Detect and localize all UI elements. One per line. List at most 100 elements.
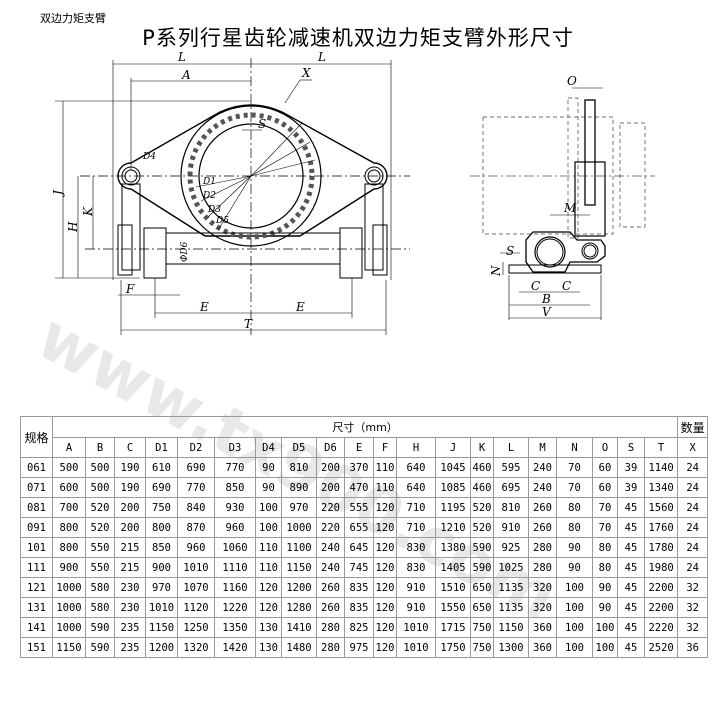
label-B: B <box>541 292 551 306</box>
table-cell: 930 <box>214 497 256 518</box>
table-cell: 2220 <box>643 617 679 638</box>
column-header-e: E <box>344 437 374 458</box>
table-cell: 1010 <box>145 597 178 618</box>
table-cell: 900 <box>52 557 86 578</box>
table-cell: 850 <box>145 537 178 558</box>
table-cell: 910 <box>396 577 436 598</box>
table-cell: 800 <box>52 517 86 538</box>
column-header-f: F <box>373 437 397 458</box>
table-cell: 590 <box>470 557 494 578</box>
table-cell: 320 <box>528 577 557 598</box>
table-cell: 1200 <box>281 577 317 598</box>
table-cell: 595 <box>493 457 529 478</box>
table-cell: 1110 <box>214 557 256 578</box>
table-cell: 60 <box>592 477 618 498</box>
table-cell: 1060 <box>214 537 256 558</box>
table-cell: 280 <box>528 537 557 558</box>
table-cell: 120 <box>373 557 397 578</box>
table-cell: 200 <box>316 477 345 498</box>
table-cell: 100 <box>255 517 282 538</box>
column-header-b: B <box>85 437 115 458</box>
table-cell: 70 <box>592 517 618 538</box>
table-cell: 890 <box>281 477 317 498</box>
table-cell: 90 <box>255 477 282 498</box>
table-cell: 810 <box>493 497 529 518</box>
table-cell: 1045 <box>435 457 471 478</box>
spec-cell: 121 <box>20 577 53 598</box>
spec-cell: 151 <box>20 637 53 658</box>
table-cell: 2520 <box>643 637 679 658</box>
label-D3: D3 <box>207 205 221 215</box>
table-cell: 45 <box>617 517 645 538</box>
table-cell: 580 <box>85 577 115 598</box>
table-cell: 1340 <box>643 477 679 498</box>
table-cell: 45 <box>617 637 645 658</box>
table-cell: 800 <box>52 537 86 558</box>
table-cell: 120 <box>255 597 282 618</box>
table-cell: 100 <box>556 597 593 618</box>
table-cell: 280 <box>316 617 345 638</box>
table-cell: 1025 <box>493 557 529 578</box>
table-cell: 690 <box>177 457 215 478</box>
table-cell: 120 <box>373 577 397 598</box>
column-header-o: O <box>592 437 618 458</box>
table-cell: 470 <box>344 477 374 498</box>
label-C-left: C <box>531 279 540 293</box>
table-cell: 1410 <box>281 617 317 638</box>
table-cell: 80 <box>592 537 618 558</box>
table-cell: 710 <box>396 497 436 518</box>
table-cell: 90 <box>592 577 618 598</box>
table-cell: 220 <box>316 517 345 538</box>
label-J: J <box>51 189 65 198</box>
header-quantity: 数量 <box>677 416 709 438</box>
table-cell: 60 <box>592 457 618 478</box>
column-header-d3: D3 <box>214 437 256 458</box>
table-cell: 200 <box>316 457 345 478</box>
table-cell: 90 <box>556 537 593 558</box>
table-cell: 1000 <box>281 517 317 538</box>
table-cell: 1250 <box>177 617 215 638</box>
header-spec: 规格 <box>20 416 53 458</box>
table-cell: 24 <box>677 497 709 518</box>
label-E-left: E <box>199 300 209 314</box>
table-cell: 1120 <box>177 597 215 618</box>
table-cell: 645 <box>344 537 374 558</box>
column-header-a: A <box>52 437 86 458</box>
table-cell: 80 <box>592 557 618 578</box>
table-cell: 1135 <box>493 577 529 598</box>
label-D5: D5 <box>215 216 229 226</box>
table-cell: 1010 <box>396 637 436 658</box>
table-cell: 1100 <box>281 537 317 558</box>
table-cell: 80 <box>556 497 593 518</box>
table-cell: 1420 <box>214 637 256 658</box>
table-cell: 130 <box>255 637 282 658</box>
table-cell: 830 <box>396 557 436 578</box>
table-cell: 110 <box>373 477 397 498</box>
label-E-right: E <box>295 300 305 314</box>
table-cell: 1085 <box>435 477 471 498</box>
table-cell: 1480 <box>281 637 317 658</box>
table-cell: 70 <box>556 457 593 478</box>
table-cell: 520 <box>470 517 494 538</box>
table-cell: 370 <box>344 457 374 478</box>
table-cell: 120 <box>373 617 397 638</box>
table-cell: 910 <box>493 517 529 538</box>
table-cell: 190 <box>114 457 146 478</box>
table-cell: 24 <box>677 457 709 478</box>
table-cell: 110 <box>255 537 282 558</box>
table-cell: 835 <box>344 597 374 618</box>
table-cell: 260 <box>528 517 557 538</box>
column-header-x: X <box>677 437 709 458</box>
table-cell: 200 <box>114 497 146 518</box>
table-cell: 39 <box>617 477 645 498</box>
column-header-c: C <box>114 437 146 458</box>
side-view: O M S N C C B V <box>470 74 655 320</box>
table-cell: 100 <box>592 637 618 658</box>
torque-arm-drawing: L L A X S D4 D1 D2 D3 D5 ΦD6 J H K F E E… <box>51 50 655 335</box>
table-cell: 520 <box>85 517 115 538</box>
table-cell: 830 <box>396 537 436 558</box>
table-cell: 710 <box>396 517 436 538</box>
table-cell: 100 <box>556 617 593 638</box>
